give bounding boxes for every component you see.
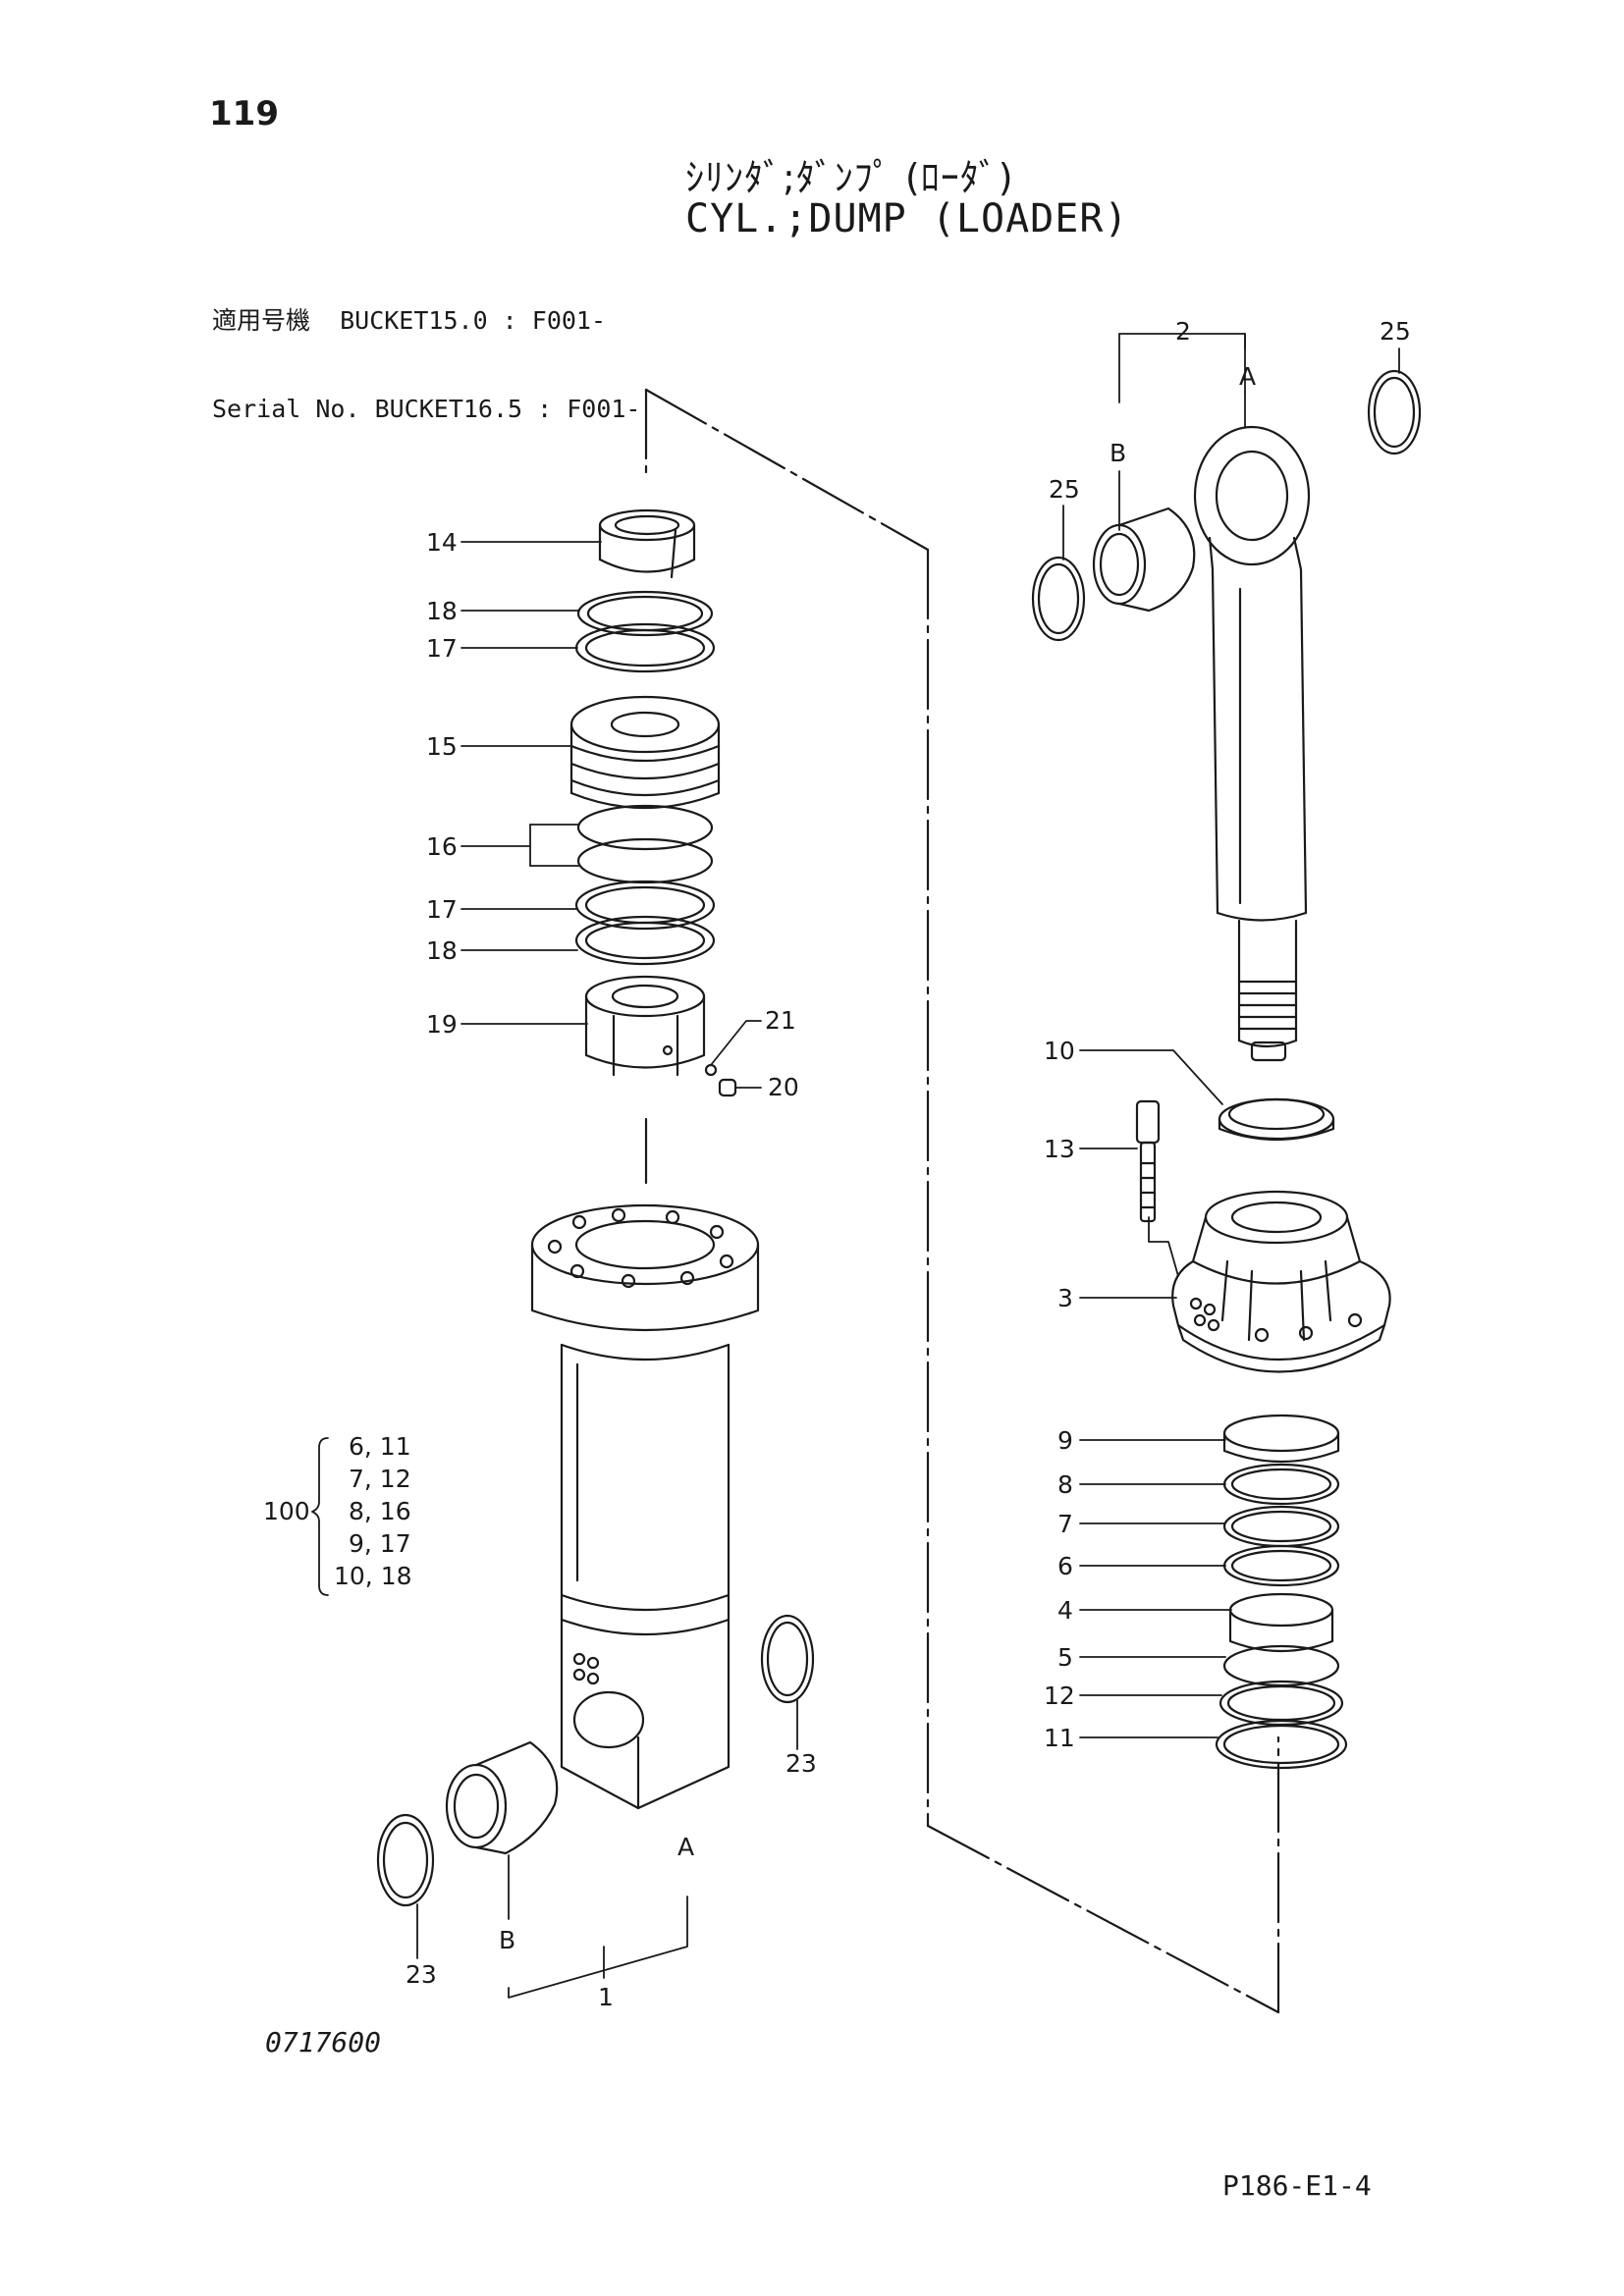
part-25-seal-upper-right — [1367, 369, 1422, 455]
callout-18: 18 — [426, 936, 458, 965]
callout-9: 9 — [1057, 1426, 1073, 1455]
callout-18: 18 — [426, 597, 458, 625]
kit-item: 9, 17 — [349, 1529, 411, 1558]
part-11-ring — [1215, 1719, 1348, 1770]
part-19-nut — [584, 975, 706, 1077]
part-12-ring — [1218, 1680, 1344, 1727]
part-18-ring-top — [576, 590, 714, 637]
part-2-piston-rod — [1193, 425, 1311, 1062]
callout-25: 25 — [1380, 317, 1411, 346]
callout-12: 12 — [1044, 1682, 1075, 1710]
part-6-ring — [1222, 1544, 1340, 1587]
serial-row: 適用号機 BUCKET15.0 : F001- — [212, 306, 607, 335]
callout-16: 16 — [426, 832, 458, 861]
kit-item: 10, 18 — [334, 1562, 412, 1590]
part-18-ring-bottom — [574, 915, 716, 966]
part-25-seal-upper-left — [1031, 556, 1086, 642]
part-14-retainer — [598, 508, 696, 579]
callout-7: 7 — [1057, 1510, 1073, 1538]
serial-applicability: 適用号機 BUCKET15.0 : F001- Serial No. BUCKE… — [212, 247, 641, 454]
kit-brace — [311, 1437, 329, 1596]
callout-8: 8 — [1057, 1470, 1073, 1499]
part-13-bolt — [1135, 1099, 1161, 1223]
drawing-number: 0717600 — [265, 2026, 382, 2058]
callout-A-top: A — [1239, 362, 1256, 391]
callout-23: 23 — [785, 1749, 817, 1778]
page-number: 119 — [209, 94, 279, 133]
part-15-piston — [569, 695, 721, 810]
callout-14: 14 — [426, 528, 458, 557]
kit-item: 8, 16 — [349, 1497, 411, 1525]
part-17-ring-bottom — [574, 880, 716, 931]
callout-19: 19 — [426, 1010, 458, 1039]
callout-2: 2 — [1175, 317, 1191, 346]
callout-10: 10 — [1044, 1037, 1075, 1065]
part-21-ball — [704, 1063, 718, 1077]
part-8-ring — [1222, 1463, 1340, 1506]
callout-11: 11 — [1044, 1724, 1075, 1752]
part-17-ring-top — [574, 622, 716, 673]
serial-row: Serial No. BUCKET16.5 : F001- — [212, 395, 641, 423]
callout-B-bottom: B — [499, 1926, 515, 1954]
callout-17: 17 — [426, 895, 458, 924]
kit-item: 7, 12 — [349, 1465, 411, 1493]
part-bushing-lower — [445, 1740, 559, 1855]
callout-4: 4 — [1057, 1596, 1073, 1625]
part-bushing-upper — [1092, 507, 1196, 613]
callout-A-bottom: A — [677, 1833, 694, 1861]
callout-6: 6 — [1057, 1552, 1073, 1580]
page-code: P186-E1-4 — [1222, 2169, 1372, 2202]
leader-lines — [416, 333, 1400, 1999]
callout-17: 17 — [426, 634, 458, 663]
callout-3: 3 — [1057, 1284, 1073, 1312]
callout-21: 21 — [765, 1006, 796, 1035]
part-9-ring — [1222, 1414, 1340, 1464]
title-english: CYL.;DUMP (LOADER) — [685, 196, 1129, 241]
part-23-seal-lower-right — [760, 1614, 815, 1704]
part-10-seal — [1218, 1097, 1335, 1142]
part-7-ring — [1222, 1505, 1340, 1548]
part-23-seal-lower-left — [376, 1813, 435, 1907]
part-3-cylinder-head — [1171, 1190, 1391, 1373]
callout-labels: 14 18 17 15 16 17 18 19 21 20 2 25 A B 2… — [263, 317, 1411, 2011]
part-1-cylinder-tube — [530, 1203, 760, 1810]
callout-B-top: B — [1110, 439, 1126, 467]
callout-25: 25 — [1049, 475, 1080, 504]
kit-item: 6, 11 — [349, 1432, 411, 1461]
kit-number: 100 — [263, 1497, 310, 1525]
callout-13: 13 — [1044, 1135, 1075, 1163]
callout-23: 23 — [406, 1960, 437, 1989]
assembly-frame — [644, 388, 1280, 2014]
part-16-rings — [576, 804, 714, 884]
callout-5: 5 — [1057, 1643, 1073, 1672]
callout-20: 20 — [768, 1073, 799, 1101]
part-20-set-screw — [718, 1078, 737, 1097]
part-4-bushing — [1228, 1592, 1334, 1653]
callout-15: 15 — [426, 732, 458, 761]
title-japanese: ｼﾘﾝﾀﾞ;ﾀﾞﾝﾌﾟ (ﾛｰﾀﾞ) — [685, 156, 1014, 199]
callout-1: 1 — [598, 1983, 614, 2011]
